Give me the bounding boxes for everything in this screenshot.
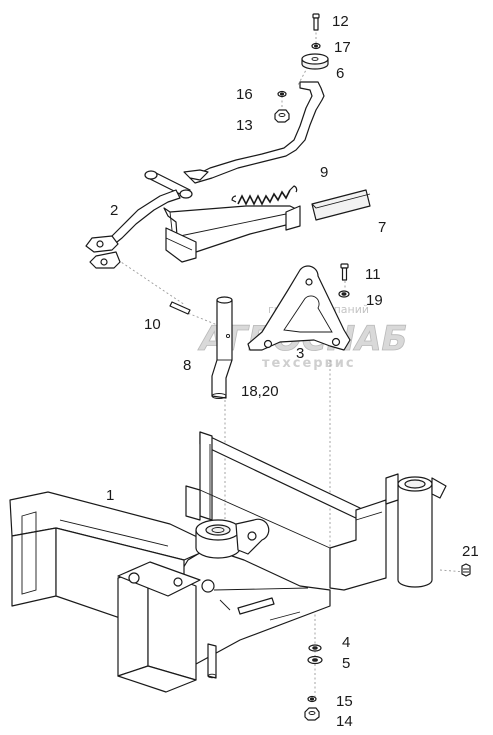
callout-15: 15 [336,693,353,710]
callout-1: 1 [106,487,114,504]
rubber-strip-7 [311,189,371,221]
callout-11: 11 [365,266,381,283]
washer-4 [308,644,322,652]
main-frame-1 [9,431,447,693]
pin-10 [169,301,191,315]
callout-2: 2 [110,202,118,219]
bolt-12 [312,13,320,31]
washer-16 [277,90,287,98]
nut-14 [304,707,320,721]
callout-8: 8 [183,357,191,374]
callout-16: 16 [236,86,253,103]
bolt-11 [340,263,349,281]
spring-9 [231,185,298,206]
washer-17 [311,42,321,50]
watermark-line3: техсервис [262,356,356,371]
callout-13: 13 [236,117,253,134]
callout-5: 5 [342,655,350,672]
callout-18-20: 18,20 [241,383,279,400]
shaft-8 [211,296,233,399]
washer-19 [338,290,350,298]
rubber-pad-6 [301,53,329,70]
callout-4: 4 [342,634,350,651]
nut-13 [274,109,290,123]
callout-19: 19 [366,292,383,309]
callout-3: 3 [296,345,304,362]
callout-10: 10 [144,316,161,333]
callout-labels: 12 17 6 16 13 9 2 7 11 19 10 3 8 18,20 1… [106,13,479,730]
callout-7: 7 [378,219,386,236]
callout-12: 12 [332,13,349,30]
triangular-bracket-3 [247,265,351,351]
callout-17: 17 [334,39,351,56]
callout-9: 9 [320,164,328,181]
washer-5 [307,655,323,665]
callout-6: 6 [336,65,344,82]
callout-21: 21 [462,543,479,560]
callout-14: 14 [336,713,353,730]
nut-21 [461,563,471,577]
lever-bracket-2 [85,81,325,269]
washer-15 [307,695,317,703]
